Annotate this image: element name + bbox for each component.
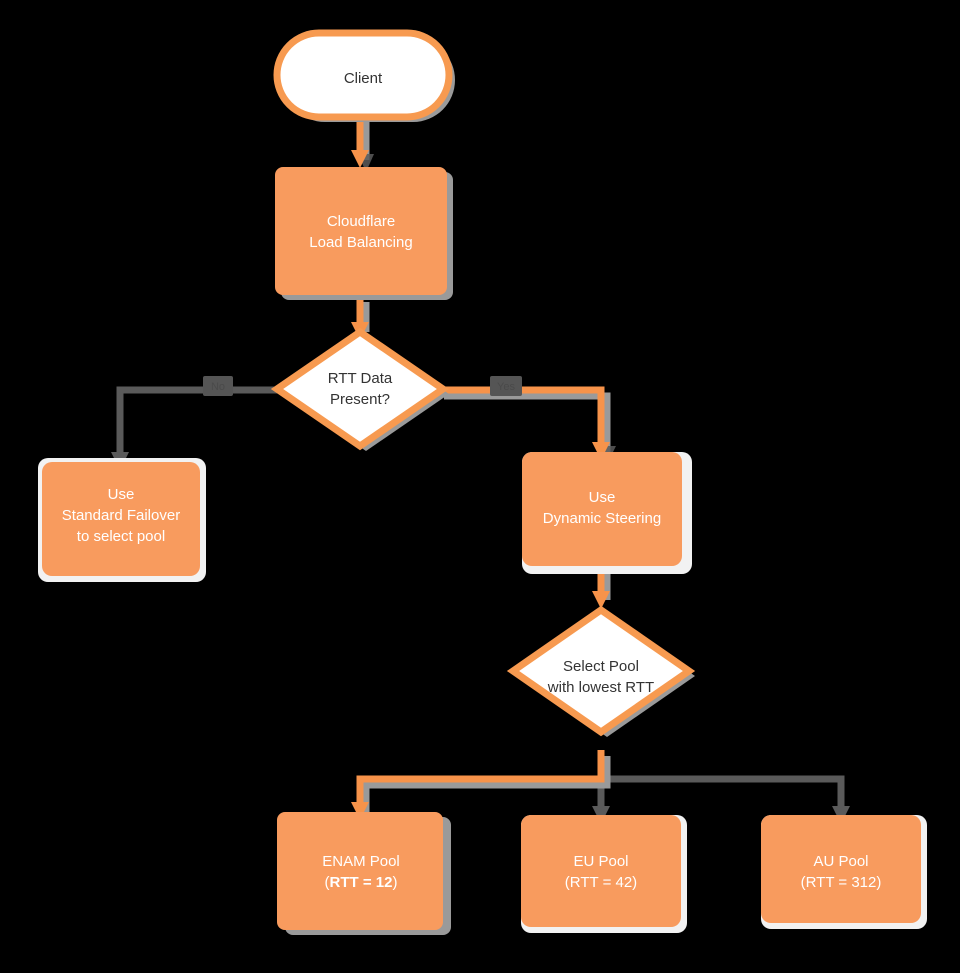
edge-dynamic-steering-to-select-pool [592, 568, 611, 609]
node-enam-pool[interactable]: ENAM Pool (RTT = 12) [277, 812, 451, 935]
node-load-balancing-line2: Load Balancing [309, 234, 412, 251]
edge-label-yes: Yes [490, 376, 522, 396]
node-standard-failover-line3: to select pool [77, 528, 165, 545]
edge-label-no-text: No [211, 381, 225, 393]
node-eu-pool-line2: (RTT = 42) [565, 874, 637, 891]
node-load-balancing[interactable]: Cloudflare Load Balancing [275, 167, 453, 300]
edge-label-yes-text: Yes [497, 381, 515, 393]
edge-select-pool-to-enam-pool [351, 750, 611, 820]
node-client-label: Client [344, 70, 383, 87]
node-au-pool-line2: (RTT = 312) [801, 874, 882, 891]
node-rtt-decision-line2: Present? [330, 391, 390, 408]
node-load-balancing-line1: Cloudflare [327, 213, 395, 230]
node-select-pool-line1: Select Pool [563, 658, 639, 675]
edge-select-pool-to-au-pool [597, 750, 850, 824]
node-enam-pool-paren-close: ) [392, 874, 397, 891]
node-standard-failover-line1: Use [108, 486, 135, 503]
node-select-pool[interactable]: Select Pool with lowest RTT [506, 605, 696, 737]
node-rtt-decision[interactable]: RTT Data Present? [270, 327, 450, 451]
node-enam-pool-rtt: RTT = 12 [330, 874, 393, 891]
node-client[interactable]: Client [273, 29, 455, 122]
node-au-pool[interactable]: AU Pool (RTT = 312) [761, 815, 927, 929]
node-enam-pool-line2: (RTT = 12) [325, 874, 398, 891]
node-enam-pool-paren-open: ( [325, 874, 330, 891]
node-select-pool-line2: with lowest RTT [547, 679, 654, 696]
edge-label-no: No [203, 376, 233, 396]
node-dynamic-steering-line1: Use [589, 489, 616, 506]
node-dynamic-steering[interactable]: Use Dynamic Steering [522, 452, 692, 574]
node-dynamic-steering-line2: Dynamic Steering [543, 510, 661, 527]
node-rtt-decision-line1: RTT Data [328, 370, 393, 387]
node-eu-pool-line1: EU Pool [573, 853, 628, 870]
node-standard-failover[interactable]: Use Standard Failover to select pool [38, 458, 206, 582]
node-enam-pool-line1: ENAM Pool [322, 853, 400, 870]
node-standard-failover-line2: Standard Failover [62, 507, 180, 524]
node-eu-pool[interactable]: EU Pool (RTT = 42) [521, 815, 687, 933]
node-au-pool-line1: AU Pool [813, 853, 868, 870]
